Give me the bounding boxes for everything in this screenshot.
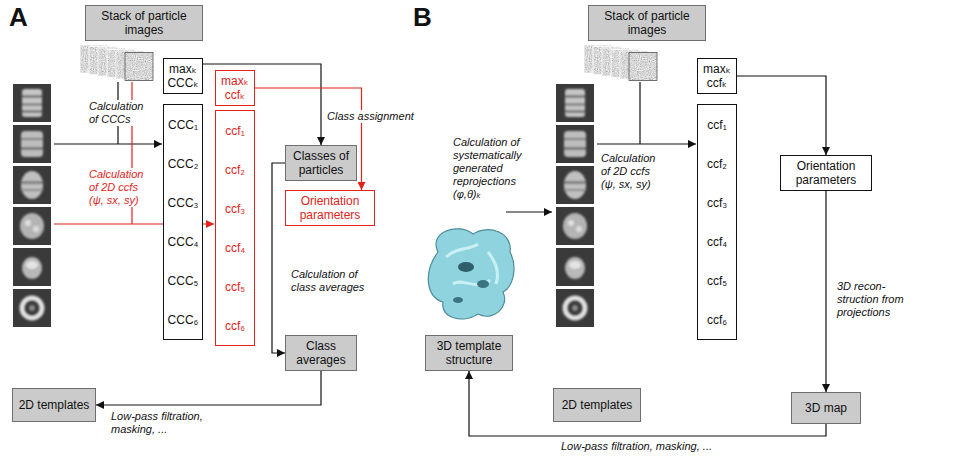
template-image — [556, 289, 594, 327]
process-box: 2D templates — [553, 388, 641, 422]
box-text: Class averages — [290, 339, 352, 367]
structure-model — [428, 229, 514, 319]
box-text: ccf₆ — [698, 300, 736, 339]
value-box: maxₖ CCCₖ — [163, 58, 203, 94]
edge-label: Calculation of class averages — [290, 268, 374, 294]
edge-label: Low-pass filtration, masking, ... — [110, 410, 224, 436]
template-image — [13, 125, 51, 163]
box-text: CCC₃ — [164, 183, 202, 222]
box-text: maxₖ ccfₖ — [217, 74, 253, 102]
process-box: Stack of particle images — [588, 5, 706, 41]
box-text: maxₖ CCCₖ — [165, 62, 201, 90]
flow-connector — [469, 371, 826, 436]
step-label: Calculation of 2D ccfs (ψ, sx, sy) — [88, 168, 152, 207]
template-image — [556, 207, 594, 245]
box-text: 3D map — [796, 401, 856, 415]
flow-arrow — [54, 82, 162, 144]
box-text: Orientation parameters — [785, 159, 867, 187]
edge-label: Class assignment — [326, 110, 415, 123]
box-text: ccf₆ — [216, 306, 254, 345]
box-text: Stack of particle images — [90, 9, 198, 37]
structure-cavity — [453, 297, 463, 303]
structure-cavity — [477, 280, 489, 288]
box-text: maxₖ ccfₖ — [699, 62, 735, 90]
template-image — [556, 125, 594, 163]
box-text: ccf₅ — [216, 267, 254, 306]
value-box: maxₖ ccfₖ — [215, 70, 255, 106]
flow-connector — [825, 191, 826, 392]
structure-ridge — [446, 244, 498, 285]
result-box: Orientation parameters — [285, 190, 375, 226]
panel-letter: A — [8, 2, 29, 32]
step-label: Calculation of systematically generated … — [452, 136, 546, 201]
flow-connector — [255, 88, 362, 190]
particle-stack — [80, 45, 153, 81]
box-text: 3D template structure — [430, 339, 508, 367]
value-column: ccf₁ccf₂ccf₃ccf₄ccf₅ccf₆ — [215, 110, 255, 346]
step-label: Calculation of 2D ccfs (ψ, sx, sy) — [600, 152, 664, 191]
template-image — [13, 166, 51, 204]
structure-surface — [428, 229, 514, 319]
box-text: CCC₂ — [164, 144, 202, 183]
box-text: CCC₄ — [164, 222, 202, 261]
box-text: ccf₄ — [216, 228, 254, 267]
result-box: Orientation parameters — [780, 155, 872, 191]
box-text: ccf₂ — [698, 144, 736, 183]
step-label: Calculation of CCCs — [88, 100, 152, 126]
panel-letter: B — [412, 2, 433, 32]
edge-label: 3D recon- struction from projections — [836, 280, 920, 319]
process-box: Stack of particle images — [85, 5, 203, 41]
box-text: CCC₆ — [164, 300, 202, 339]
template-image — [556, 166, 594, 204]
edge-label: Low-pass filtration, masking, ... — [560, 440, 713, 453]
box-text: 2D templates — [17, 398, 91, 412]
value-box: maxₖ ccfₖ — [697, 58, 737, 94]
box-text: ccf₄ — [698, 222, 736, 261]
template-image — [13, 84, 51, 122]
box-text: ccf₁ — [216, 111, 254, 150]
particle-stack — [584, 45, 657, 81]
template-image — [556, 248, 594, 286]
value-column: CCC₁CCC₂CCC₃CCC₄CCC₅CCC₆ — [163, 104, 203, 340]
structure-cavity — [458, 262, 474, 272]
process-box: 3D map — [791, 392, 861, 424]
flow-connector — [272, 163, 285, 353]
box-text: 2D templates — [558, 398, 636, 412]
box-text: Classes of particles — [290, 149, 352, 177]
box-text: ccf₃ — [216, 189, 254, 228]
template-image — [13, 289, 51, 327]
process-box: 3D template structure — [425, 335, 513, 371]
template-image — [13, 207, 51, 245]
flow-connector — [96, 371, 321, 405]
template-image — [556, 84, 594, 122]
box-text: CCC₅ — [164, 261, 202, 300]
flow-arrow — [506, 211, 552, 212]
box-text: ccf₃ — [698, 183, 736, 222]
box-text: Orientation parameters — [290, 194, 370, 222]
box-text: ccf₂ — [216, 150, 254, 189]
process-box: Class averages — [285, 335, 357, 371]
flow-connector — [737, 76, 826, 155]
template-image — [13, 248, 51, 286]
process-box: Classes of particles — [285, 145, 357, 181]
flow-arrow — [597, 82, 696, 144]
box-text: ccf₁ — [698, 105, 736, 144]
box-text: Stack of particle images — [593, 9, 701, 37]
process-box: 2D templates — [12, 388, 96, 422]
box-text: CCC₁ — [164, 105, 202, 144]
box-text: ccf₅ — [698, 261, 736, 300]
value-column: ccf₁ccf₂ccf₃ccf₄ccf₅ccf₆ — [697, 104, 737, 340]
